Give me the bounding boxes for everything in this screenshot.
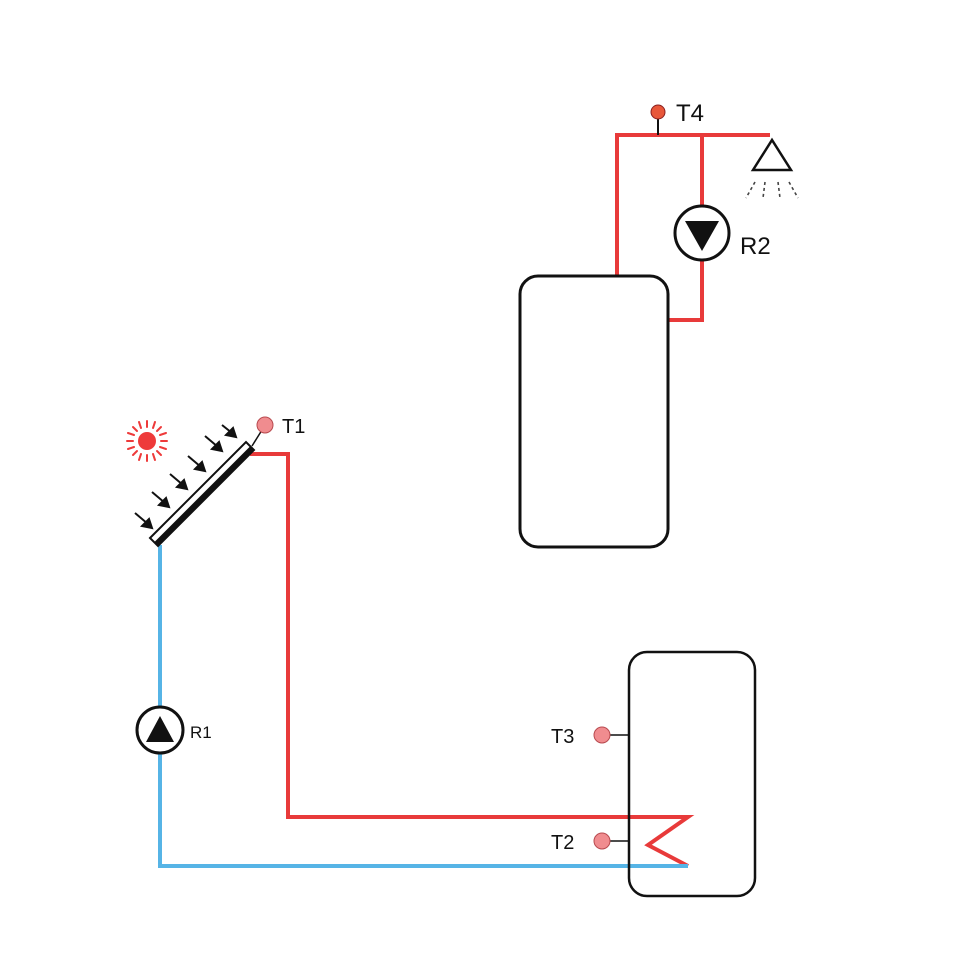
sensor-t3: T3	[551, 726, 629, 748]
hot-flow-pipe	[250, 452, 695, 868]
sensor-t1-label: T1	[282, 416, 305, 438]
hot-pipe-upper-pump	[668, 135, 704, 322]
pump-r2-arrow-icon	[685, 221, 719, 251]
sensor-t2-label: T2	[551, 832, 574, 854]
storage-tank-lower	[627, 650, 757, 898]
shower-head-icon	[745, 137, 799, 199]
sensor-t2: T2	[551, 832, 629, 854]
hot-pipe-upper-left	[615, 133, 770, 275]
sensor-t3-dot	[593, 726, 611, 744]
sensor-t1: T1	[251, 416, 305, 447]
pump-r1-arrow-icon	[146, 716, 174, 742]
solar-collector-panel	[148, 440, 256, 548]
pump-r2: R2	[673, 204, 771, 262]
sun-icon	[126, 420, 168, 462]
sensor-t3-label: T3	[551, 726, 574, 748]
pump-r1: R1	[135, 705, 212, 755]
storage-tank-upper	[518, 274, 670, 549]
sunlight-arrows	[134, 424, 238, 530]
sensor-t4: T4	[650, 100, 704, 135]
sensor-t4-label: T4	[676, 100, 704, 127]
cold-return-pipe	[158, 545, 688, 868]
sensor-t1-dot	[256, 416, 274, 434]
pump-r1-label: R1	[190, 723, 212, 742]
sensor-t4-dot	[650, 104, 666, 120]
hot-water-loop	[615, 133, 770, 322]
sensor-t2-dot	[593, 832, 611, 850]
pump-r2-label: R2	[740, 233, 771, 260]
